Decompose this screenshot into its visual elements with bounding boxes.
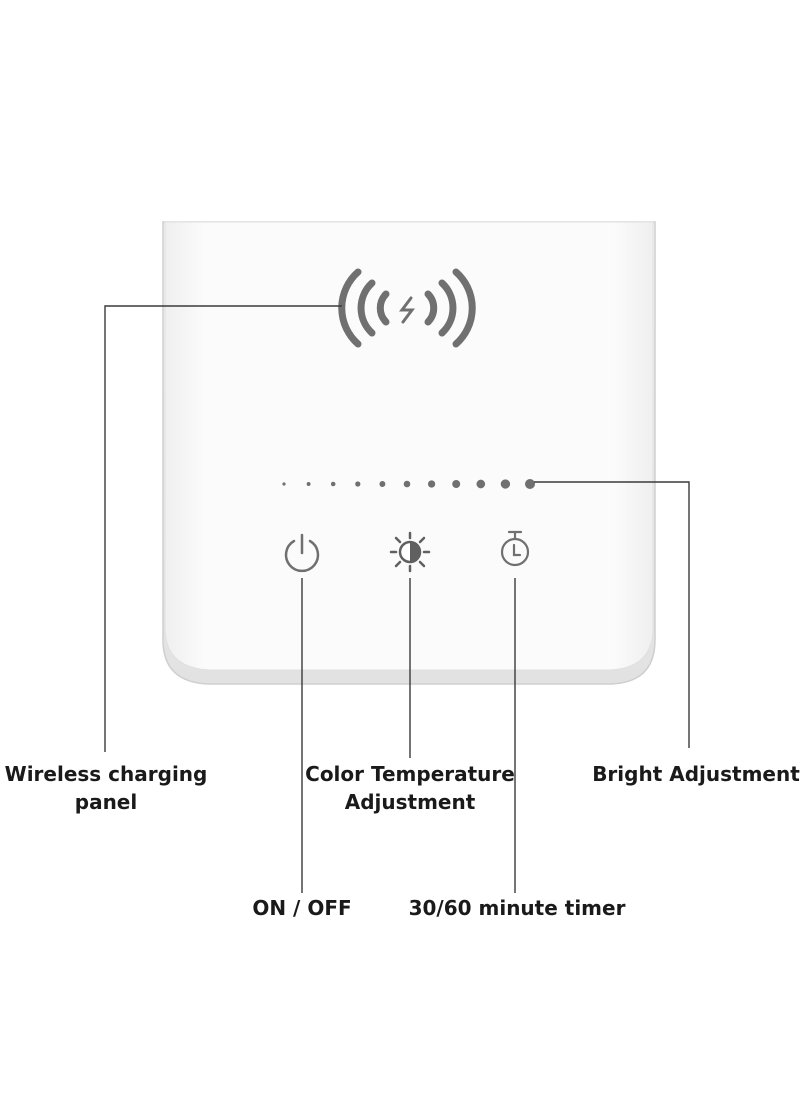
brightness-dot (330, 481, 336, 487)
label-bright-text: Bright Adjustment (592, 762, 800, 786)
brightness-dot (403, 480, 411, 488)
color-temperature-icon[interactable] (389, 531, 431, 573)
device-panel (162, 221, 656, 685)
label-timer: 30/60 minute timer (404, 894, 630, 922)
label-onoff-text: ON / OFF (252, 896, 352, 920)
wireless-charging-icon (338, 268, 476, 348)
label-wireless-line2: panel (74, 790, 138, 814)
brightness-dot (452, 480, 461, 488)
leader-line-wireless (104, 305, 342, 752)
leader-lines (104, 305, 690, 893)
brightness-dot (427, 480, 436, 488)
label-wireless-charging: Wireless charging panel (0, 760, 212, 816)
brightness-dot (379, 481, 386, 487)
brightness-dot (306, 482, 311, 486)
brightness-dot (282, 482, 286, 486)
label-color-temp-line1: Color Temperature (305, 762, 515, 786)
label-on-off: ON / OFF (232, 894, 372, 922)
label-timer-text: 30/60 minute timer (408, 896, 626, 920)
brightness-dot (500, 479, 511, 489)
power-icon[interactable] (284, 533, 320, 573)
label-bright-adjustment: Bright Adjustment (586, 760, 800, 788)
brightness-dot (476, 479, 486, 489)
leader-line-bright (534, 481, 690, 748)
label-wireless-line1: Wireless charging (4, 762, 208, 786)
brightness-dot (525, 479, 535, 489)
brightness-dot (355, 481, 361, 487)
timer-icon[interactable] (500, 530, 530, 567)
label-color-temp-line2: Adjustment (344, 790, 476, 814)
label-color-temperature: Color Temperature Adjustment (300, 760, 520, 816)
brightness-indicator (282, 479, 535, 489)
